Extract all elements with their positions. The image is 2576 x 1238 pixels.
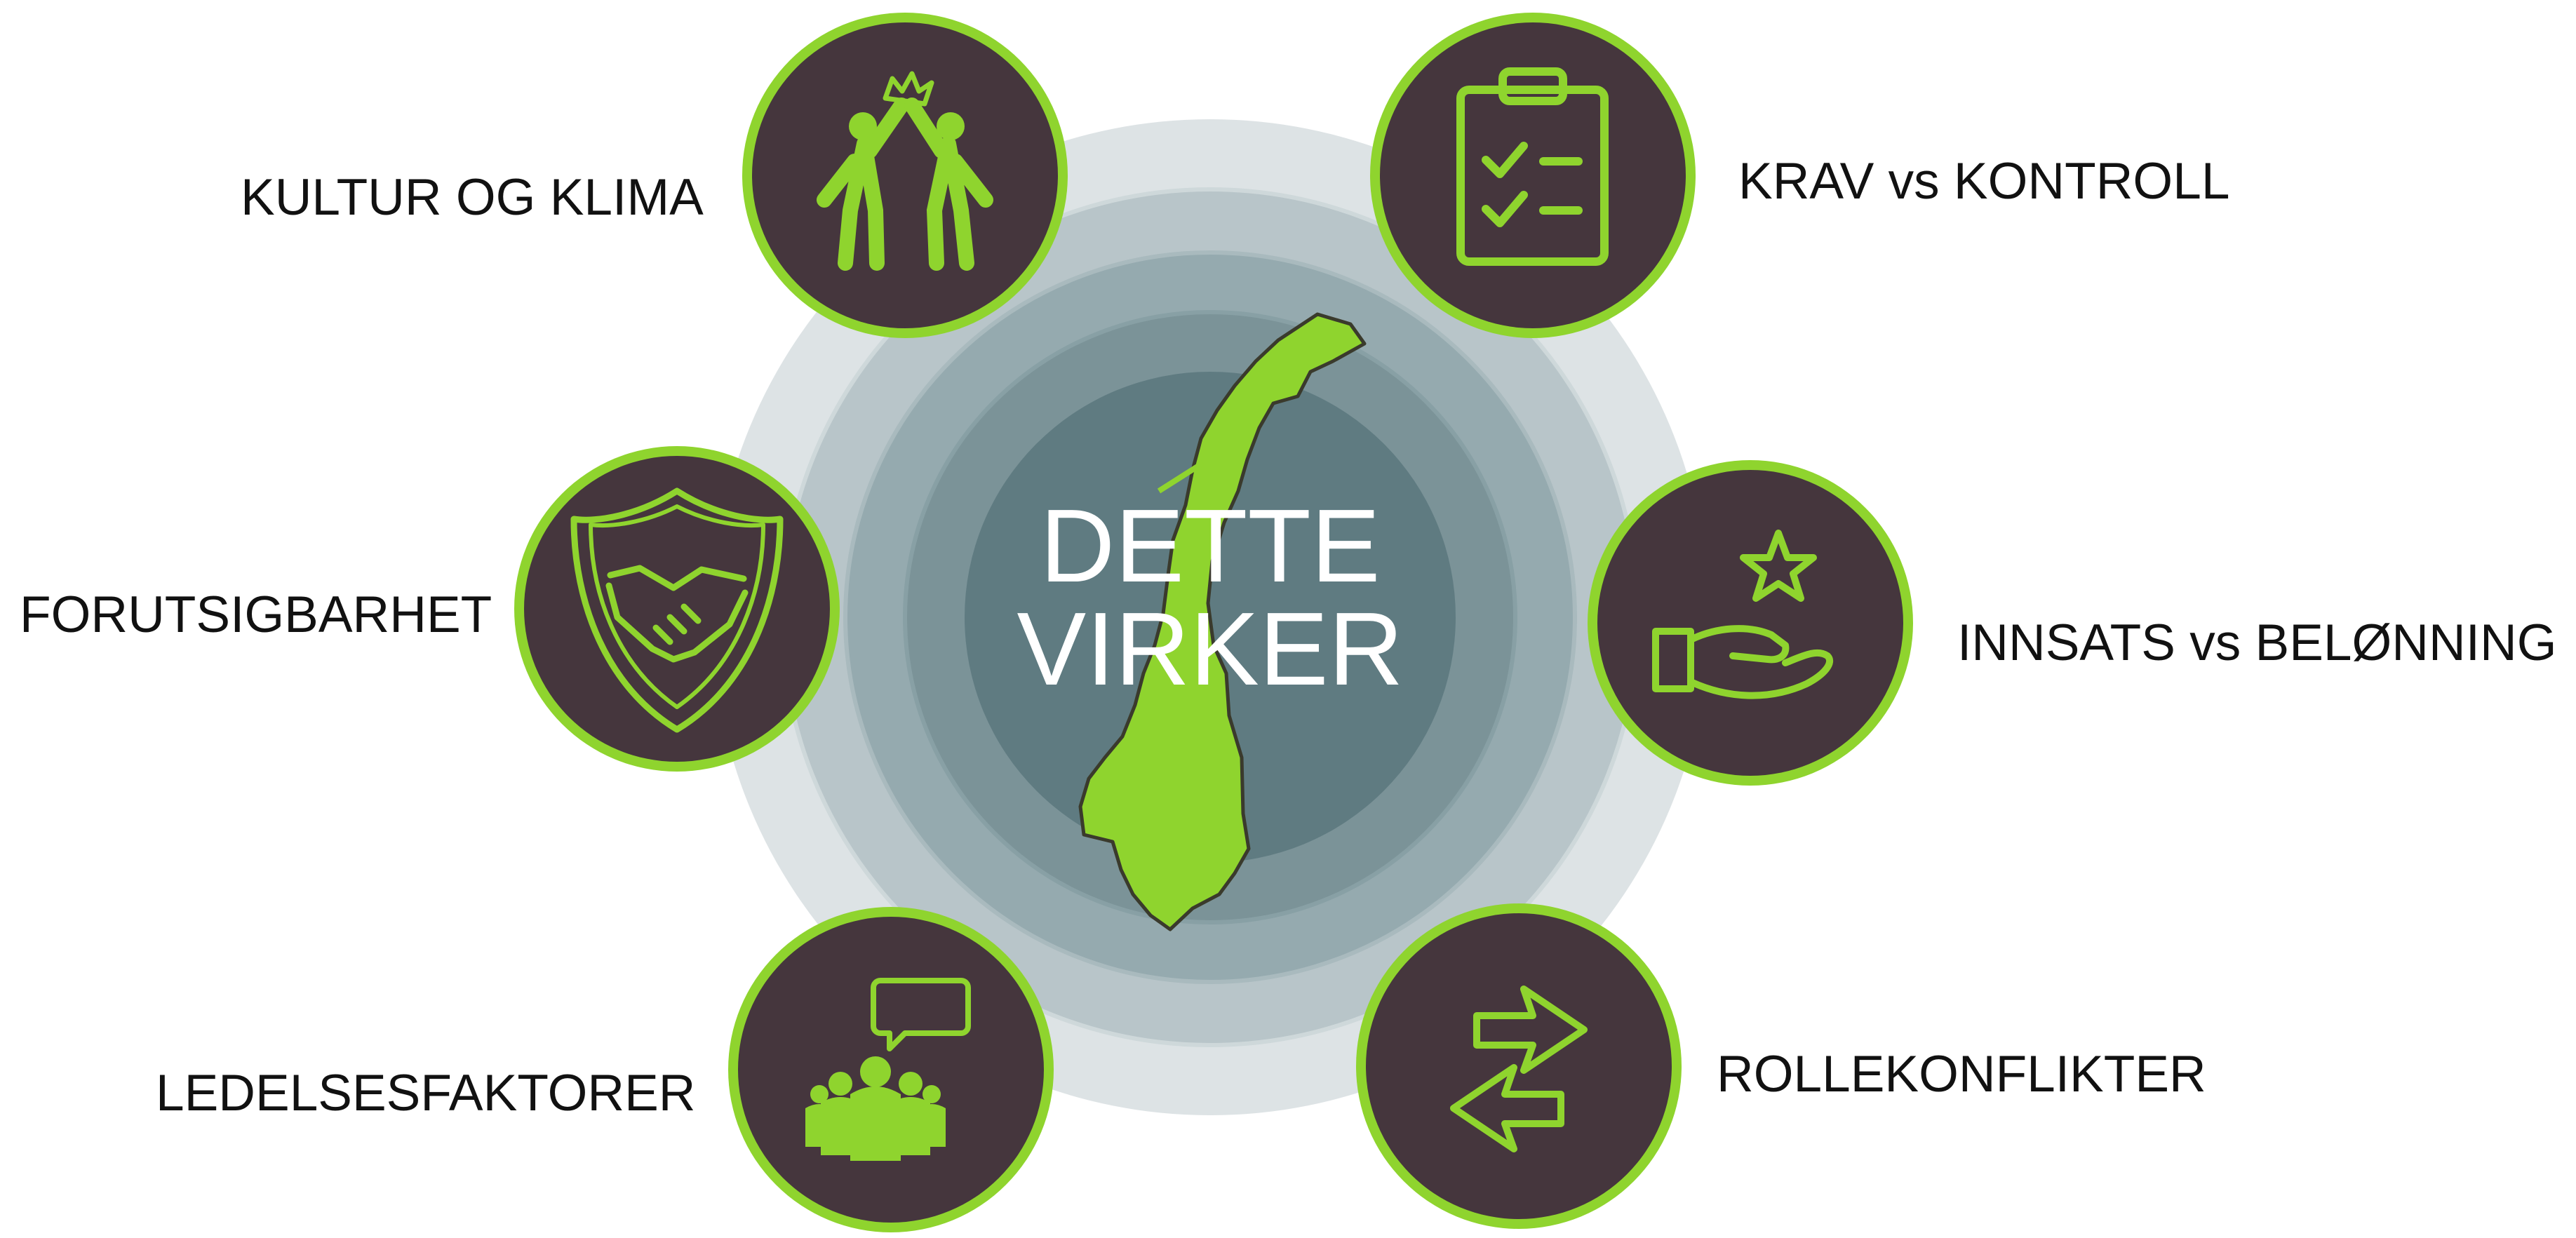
clipboard-checklist-icon bbox=[1456, 67, 1609, 266]
node-innsats bbox=[1588, 460, 1913, 786]
team-speech-bubble-icon bbox=[805, 978, 971, 1161]
norway-map-icon bbox=[1078, 312, 1367, 931]
node-kultur bbox=[742, 13, 1068, 338]
center-title-line2: VIRKER bbox=[1017, 591, 1404, 707]
opposite-arrows-icon bbox=[1450, 985, 1588, 1152]
node-krav bbox=[1370, 13, 1696, 338]
handshake-shield-icon bbox=[570, 487, 784, 733]
node-forutsigbarhet bbox=[514, 446, 840, 772]
center-title-line1: DETTE bbox=[1040, 488, 1381, 604]
high-five-people-icon bbox=[817, 71, 993, 271]
node-rolle bbox=[1356, 903, 1682, 1229]
label-kultur-og-klima: KULTUR OG KLIMA bbox=[241, 169, 704, 226]
node-ledelse bbox=[728, 907, 1054, 1232]
label-forutsigbarhet: FORUTSIGBARHET bbox=[20, 586, 492, 643]
label-innsats-vs-belonning: INNSATS vs BELØNNING bbox=[1957, 614, 2557, 671]
label-krav-vs-kontroll: KRAV vs KONTROLL bbox=[1738, 153, 2230, 210]
hand-star-icon bbox=[1652, 530, 1834, 699]
label-rollekonflikter: ROLLEKONFLIKTER bbox=[1717, 1046, 2206, 1103]
label-ledelsesfaktorer: LEDELSESFAKTORER bbox=[156, 1065, 696, 1122]
